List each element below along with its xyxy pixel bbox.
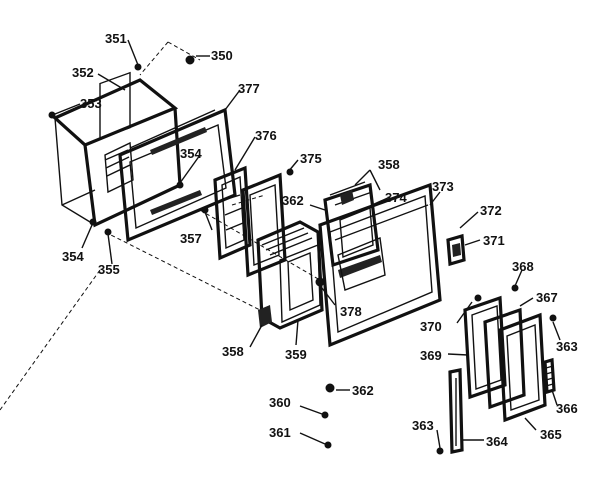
callout-352: 352	[72, 65, 94, 80]
callout-364: 364	[486, 434, 508, 449]
callout-362-bottom: 362	[352, 383, 374, 398]
callout-365: 365	[540, 427, 562, 442]
callout-354-top: 354	[180, 146, 202, 161]
fasteners	[48, 55, 557, 455]
callout-366: 366	[556, 401, 578, 416]
callout-355: 355	[98, 262, 120, 277]
callout-363-right: 363	[556, 339, 578, 354]
insulation-block	[256, 220, 324, 330]
callout-360: 360	[269, 395, 291, 410]
outer-back-panel	[52, 71, 182, 228]
callout-354-bottom: 354	[62, 249, 84, 264]
callout-369: 369	[420, 348, 442, 363]
assembly-lines	[0, 41, 321, 411]
callout-374: 374	[385, 190, 407, 205]
callout-373: 373	[432, 179, 454, 194]
callout-378: 378	[340, 304, 362, 319]
callout-376: 376	[255, 128, 277, 143]
inner-frame	[118, 107, 237, 243]
latch-bracket	[446, 233, 466, 267]
callout-367: 367	[536, 290, 558, 305]
window-gasket	[213, 165, 252, 261]
hinge-rod	[448, 368, 464, 454]
callout-353: 353	[80, 96, 102, 111]
callout-359: 359	[285, 347, 307, 362]
callout-368: 368	[512, 259, 534, 274]
callout-358-top: 358	[378, 157, 400, 172]
callout-362-top: 362	[282, 193, 304, 208]
callout-361: 361	[269, 425, 291, 440]
inner-door-panels	[463, 295, 547, 423]
door-panel	[318, 182, 442, 348]
callout-357: 357	[180, 231, 202, 246]
callout-351: 351	[105, 31, 127, 46]
callout-labels: 351 350 352 353 377 376 354 375 358 362 …	[62, 31, 578, 449]
spring	[543, 357, 556, 395]
callout-377: 377	[238, 81, 260, 96]
leader-lines	[54, 39, 561, 449]
handle-assembly	[323, 181, 380, 268]
callout-375: 375	[300, 151, 322, 166]
callout-350: 350	[211, 48, 233, 63]
callout-363-bottom: 363	[412, 418, 434, 433]
callout-372: 372	[480, 203, 502, 218]
callout-358-bottom: 358	[222, 344, 244, 359]
callout-371: 371	[483, 233, 505, 248]
callout-370: 370	[420, 319, 442, 334]
